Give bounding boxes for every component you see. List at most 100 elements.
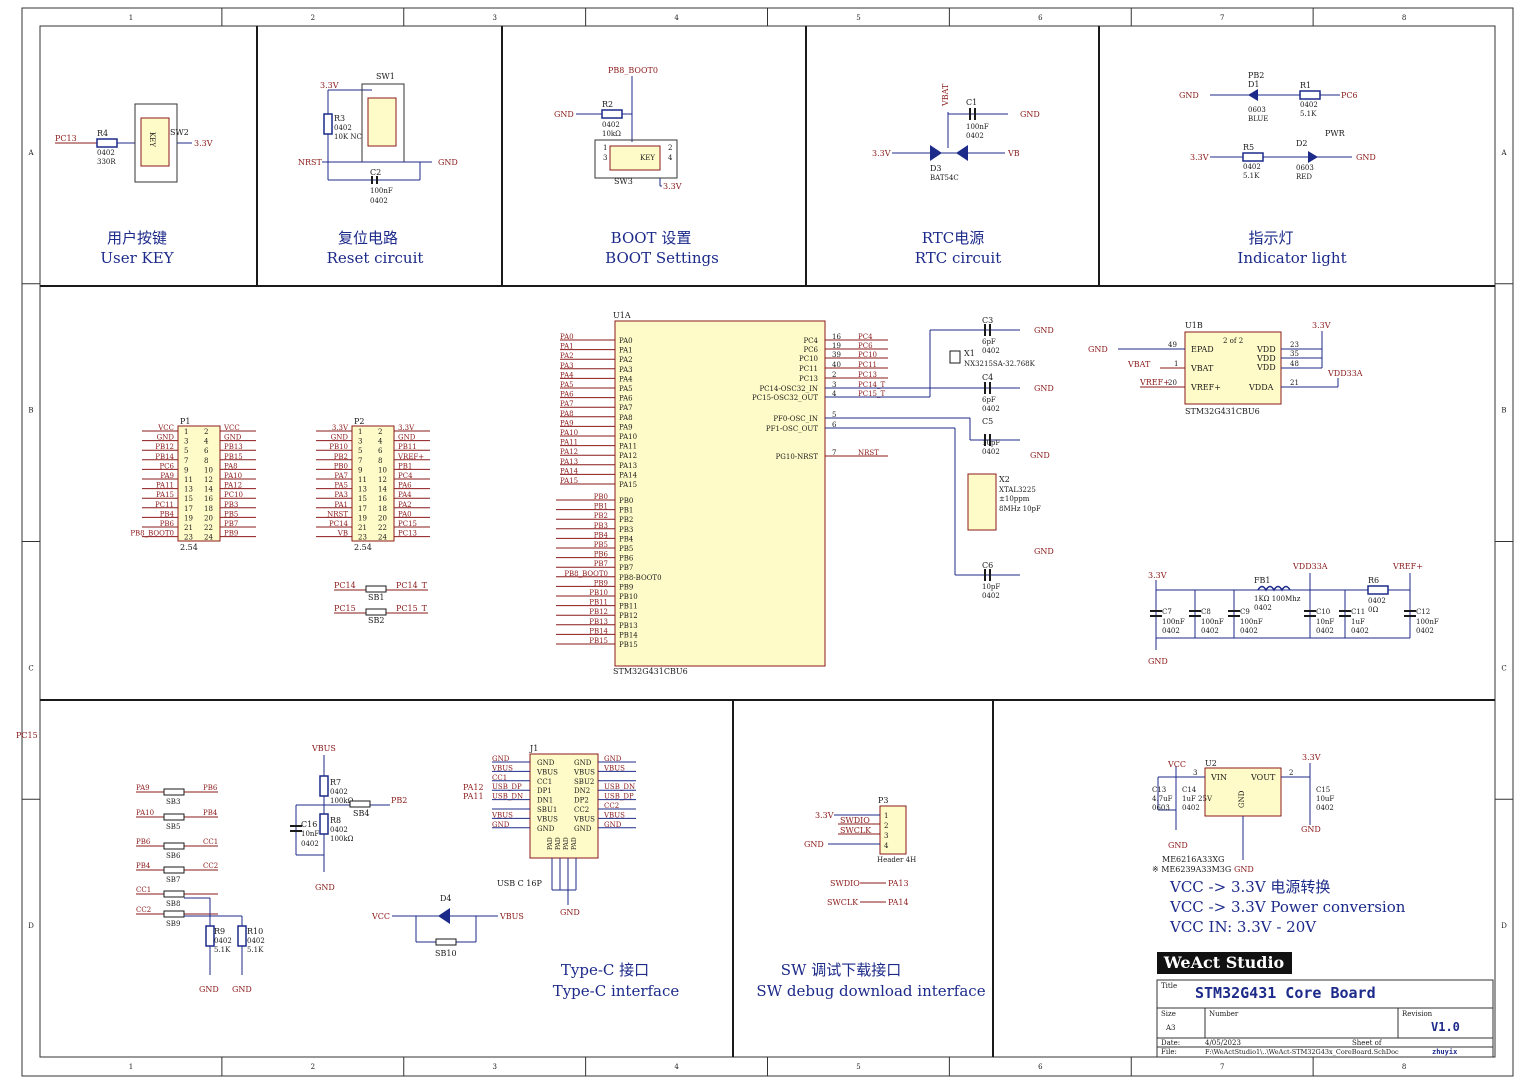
u1b-pin-vdd1: VDD bbox=[1256, 345, 1276, 354]
mcu-pin-right: PF1-OSC_OUT bbox=[766, 425, 818, 433]
p1-pin-even: 14 bbox=[204, 486, 213, 494]
p3-net-swclk: SWCLK bbox=[840, 826, 872, 835]
p3-net-gnd: GND bbox=[804, 840, 824, 849]
usb-bridge-ref: SB9 bbox=[166, 920, 180, 928]
usbc-net-right: USB_DP bbox=[604, 793, 634, 801]
sb1-right-net: PC14_T bbox=[396, 581, 428, 590]
p2-pin-odd: 13 bbox=[358, 486, 367, 494]
decap-3v3: 3.3V bbox=[1148, 571, 1167, 580]
c3-gnd-label: GND bbox=[1034, 326, 1054, 335]
usbc-pin-left: SBU1 bbox=[537, 806, 557, 814]
mcu-pin-pb: PB2 bbox=[619, 516, 633, 524]
p2-net-right: PA4 bbox=[398, 491, 412, 499]
u1b-pin-vdda: VDDA bbox=[1248, 383, 1274, 392]
mcu-pin-num: 3 bbox=[832, 381, 836, 389]
mcu-net-pb: PB0 bbox=[594, 493, 608, 501]
u2-pin3: 3 bbox=[1193, 769, 1197, 777]
size-value: A3 bbox=[1165, 1024, 1176, 1032]
r3-ref: R3 bbox=[334, 114, 345, 123]
reset-nrst-label: NRST bbox=[298, 158, 323, 167]
c5-value2: 0402 bbox=[982, 448, 1000, 456]
usbc-pin-left: VBUS bbox=[536, 815, 558, 823]
p2-net-left: PA3 bbox=[334, 491, 348, 499]
r5-value2: 5.1K bbox=[1243, 172, 1260, 180]
mcu-pin-pb: PB15 bbox=[619, 641, 638, 649]
sb10-ref: SB10 bbox=[435, 949, 457, 958]
sw3-pin1: 1 bbox=[603, 144, 607, 152]
p1-pin-odd: 13 bbox=[184, 486, 193, 494]
u1b-pin-vdd2: VDD bbox=[1256, 354, 1276, 363]
mcu-pin-num: 16 bbox=[832, 333, 841, 341]
mcu-pin-pa1: PA1 bbox=[619, 347, 633, 355]
c6-value1: 10pF bbox=[982, 583, 1000, 591]
sw2-ref: SW2 bbox=[170, 128, 189, 137]
mcu-pin-right: PC15-OSC32_OUT bbox=[752, 394, 818, 402]
c2-value1: 100nF bbox=[370, 187, 393, 195]
mcu-net-pb: PB8_BOOT0 bbox=[564, 570, 608, 578]
mcu-pin-pa11: PA11 bbox=[619, 443, 637, 451]
rtc-gnd-label: GND bbox=[1020, 110, 1040, 119]
title-block: WeAct Studio Title STM32G431 Core Board … bbox=[1156, 952, 1494, 1058]
p1-net-right: GND bbox=[224, 434, 242, 442]
p1-net-left: PB12 bbox=[155, 443, 174, 451]
u1b-unit: 2 of 2 bbox=[1223, 337, 1243, 345]
ind-gnd2-label: GND bbox=[1356, 153, 1376, 162]
cap-c8-value2: 0402 bbox=[1201, 627, 1219, 635]
u1b-num-1: 1 bbox=[1174, 360, 1178, 368]
usb-bridge-left: PB4 bbox=[136, 862, 151, 870]
title-box bbox=[1156, 979, 1494, 1058]
x1-value: NX3215SA-32.768K bbox=[964, 360, 1036, 368]
mcu-pin-pa5: PA5 bbox=[619, 385, 633, 393]
file-label: File: bbox=[1161, 1048, 1177, 1056]
c1-ref: C1 bbox=[966, 98, 977, 107]
mcu-pin-right: PC4 bbox=[803, 337, 818, 345]
c14-ref: C14 bbox=[1182, 786, 1197, 794]
sw3-pin3: 3 bbox=[603, 154, 607, 162]
usbc-net-left: VBUS bbox=[491, 811, 513, 819]
swd-caption-en: SW debug download interface bbox=[756, 982, 985, 1000]
usbc-pin-right: GND bbox=[574, 825, 592, 833]
p3-body bbox=[879, 805, 907, 855]
p2-pitch: 2.54 bbox=[354, 543, 372, 552]
usb-bridge-left: PA9 bbox=[136, 784, 150, 792]
decap-vref: VREF+ bbox=[1392, 562, 1423, 571]
u1b-num-21: 21 bbox=[1290, 379, 1299, 387]
p1-pin-even: 22 bbox=[204, 524, 213, 532]
resistor-r4 bbox=[96, 138, 118, 148]
p2-pin-odd: 7 bbox=[358, 457, 362, 465]
sb1-ref: SB1 bbox=[368, 593, 384, 602]
p1-pin-odd: 11 bbox=[184, 476, 193, 484]
swd-map-swclk: SWCLK bbox=[827, 898, 859, 907]
r8-value2: 100kΩ bbox=[330, 835, 354, 843]
mcu-pin-num: 7 bbox=[832, 449, 836, 457]
d4-ref: D4 bbox=[440, 894, 452, 903]
mcu-pin-right: PC11 bbox=[799, 365, 818, 373]
p1-pin-odd: 1 bbox=[184, 428, 188, 436]
p3-pin4: 4 bbox=[884, 842, 889, 850]
mcu-net-right: PC6 bbox=[858, 342, 873, 350]
c14-value1: 1uF 25V bbox=[1182, 795, 1213, 803]
d3-value: BAT54C bbox=[930, 174, 959, 182]
p2-net-left: PA5 bbox=[334, 482, 348, 490]
ldo-3v3: 3.3V bbox=[1302, 753, 1321, 762]
p2-net-left: PC14 bbox=[329, 520, 349, 528]
grid-row-right-B: B bbox=[1501, 407, 1506, 415]
mcu-pin-num: 19 bbox=[832, 342, 841, 350]
ind-3v3-label: 3.3V bbox=[1190, 153, 1209, 162]
power-caption-l2: VCC -> 3.3V Power conversion bbox=[1169, 898, 1406, 916]
mcu-net-pb: PB7 bbox=[594, 560, 608, 568]
cap-c12-value1: 100nF bbox=[1416, 618, 1439, 626]
mcu-pin-num: 4 bbox=[832, 390, 837, 398]
user-key-caption-en: User KEY bbox=[100, 249, 174, 267]
r2-ref: R2 bbox=[602, 100, 613, 109]
mcu-net-right: NRST bbox=[858, 449, 879, 457]
r10-gnd: GND bbox=[232, 985, 252, 994]
u1b-pin-vdd3: VDD bbox=[1256, 363, 1276, 372]
c3-value1: 6pF bbox=[982, 338, 996, 346]
cap-c12-value2: 0402 bbox=[1416, 627, 1434, 635]
mcu-net-pb: PB6 bbox=[594, 551, 609, 559]
d1-ref: D1 bbox=[1248, 80, 1260, 89]
mcu-pin-num: 5 bbox=[832, 411, 836, 419]
u1b-vbat-net: VBAT bbox=[1127, 360, 1151, 369]
usb-bridge-ref: SB3 bbox=[166, 798, 180, 806]
